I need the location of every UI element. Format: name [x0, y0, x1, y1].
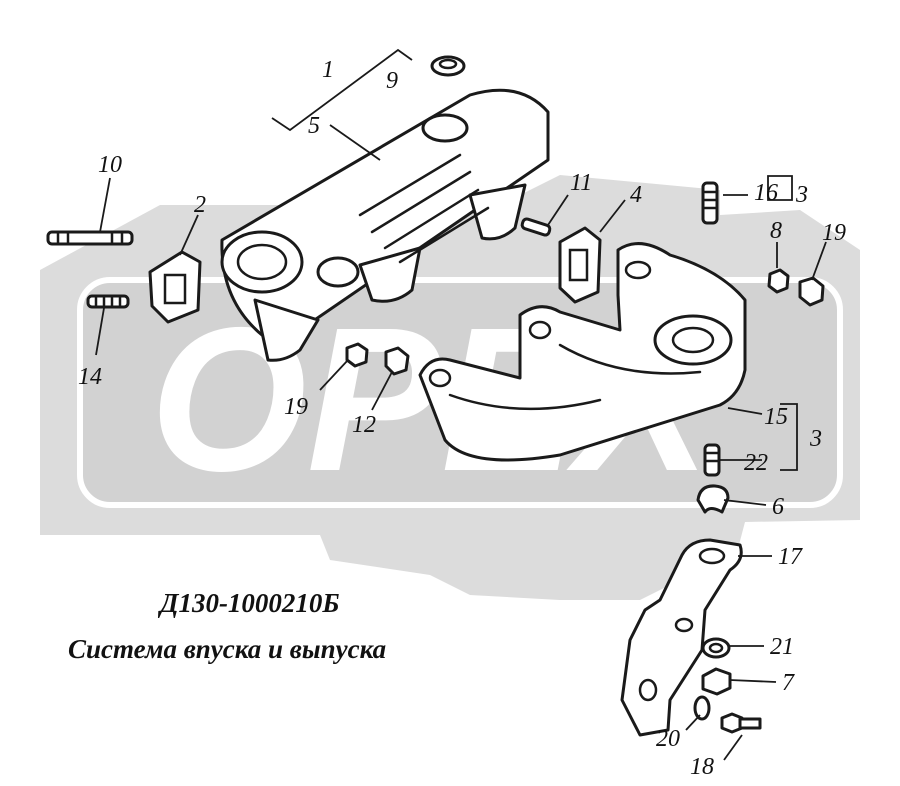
callout-12: 12 — [352, 412, 376, 438]
diagram-caption: Система впуска и выпуска — [68, 634, 386, 664]
callouts: 1 9 5 10 2 11 4 16 3 8 19 14 19 12 15 3 … — [78, 57, 846, 780]
stud-22 — [703, 443, 721, 477]
callout-22: 22 — [744, 450, 768, 476]
callout-10: 10 — [98, 152, 122, 178]
callout-18: 18 — [690, 754, 714, 780]
nut-7 — [701, 667, 732, 696]
nut-19-left — [345, 342, 369, 368]
callout-19a: 19 — [822, 220, 846, 246]
callout-19b: 19 — [284, 394, 308, 420]
stud-11 — [520, 217, 552, 237]
callout-11: 11 — [570, 170, 592, 196]
gasket-4 — [558, 226, 602, 304]
washer-20 — [693, 695, 711, 721]
nut-9 — [430, 55, 466, 77]
stud-10 — [46, 230, 134, 246]
leader-lines — [95, 48, 827, 761]
callout-16: 16 — [754, 180, 778, 206]
nut-12 — [384, 346, 410, 376]
diagram-code: Д130-1000210Б — [157, 588, 340, 618]
callout-20: 20 — [656, 726, 680, 752]
callout-6: 6 — [772, 494, 784, 520]
callout-3a: 3 — [795, 182, 808, 208]
bracket-17 — [620, 538, 743, 737]
callout-15: 15 — [764, 404, 788, 430]
nut-8 — [767, 268, 790, 294]
callout-5: 5 — [308, 113, 320, 139]
clip-6 — [696, 484, 730, 514]
callout-7: 7 — [782, 670, 795, 696]
nut-19-right — [798, 276, 825, 307]
callout-8: 8 — [770, 218, 782, 244]
callout-14: 14 — [78, 364, 102, 390]
bolt-18 — [720, 712, 762, 734]
callout-3b: 3 — [809, 426, 822, 452]
washer-21 — [701, 637, 731, 659]
callout-2: 2 — [194, 192, 206, 218]
callout-9: 9 — [386, 68, 398, 94]
callout-17: 17 — [778, 544, 803, 570]
stud-16 — [701, 181, 719, 225]
callout-21: 21 — [770, 634, 794, 660]
intake-manifold — [220, 88, 550, 362]
callout-4: 4 — [630, 182, 642, 208]
callout-1: 1 — [322, 57, 334, 83]
exhaust-manifold — [418, 242, 747, 462]
stud-14 — [86, 294, 130, 309]
